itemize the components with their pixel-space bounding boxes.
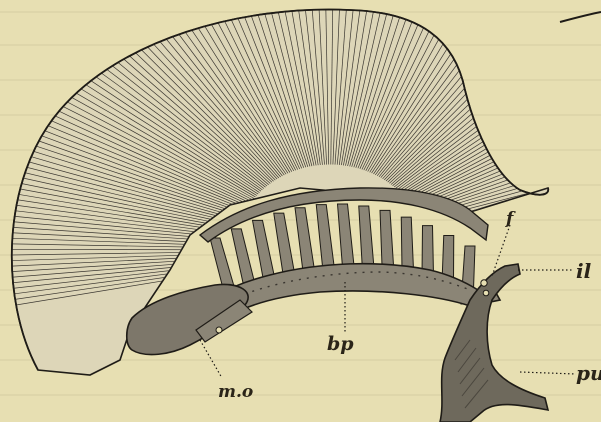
label-il: il xyxy=(576,259,592,283)
foramen-upper xyxy=(481,280,487,286)
label-bp: bp xyxy=(327,333,354,355)
label-pu: pu xyxy=(576,361,601,385)
fin-tip-line xyxy=(560,12,601,22)
mo-foramen xyxy=(216,327,222,333)
label-f: f xyxy=(505,209,516,229)
foramen-lower xyxy=(483,290,489,296)
label-mo: m.o xyxy=(218,382,253,402)
